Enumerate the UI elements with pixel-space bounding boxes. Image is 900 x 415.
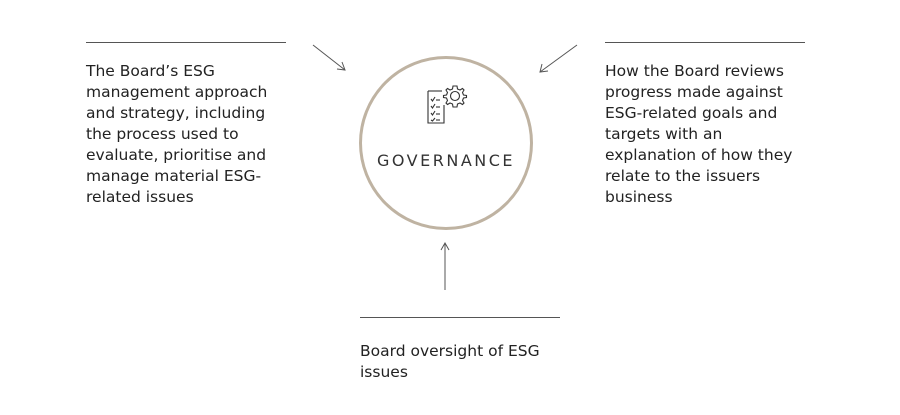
checklist-gear-icon	[427, 85, 468, 124]
right-description: How the Board reviews progress made agai…	[605, 62, 793, 206]
governance-circle: GOVERNANCE	[359, 56, 533, 230]
governance-title: GOVERNANCE	[376, 151, 516, 170]
right-divider	[605, 42, 805, 43]
left-divider	[86, 42, 286, 43]
bottom-description: Board oversight of ESG issues	[360, 342, 540, 381]
arrow-up-icon	[440, 241, 450, 290]
left-description: The Board’s ESG management approach and …	[86, 62, 268, 206]
arrow-right-icon	[539, 44, 578, 73]
arrow-left-icon	[312, 44, 346, 71]
bottom-divider	[360, 317, 560, 318]
